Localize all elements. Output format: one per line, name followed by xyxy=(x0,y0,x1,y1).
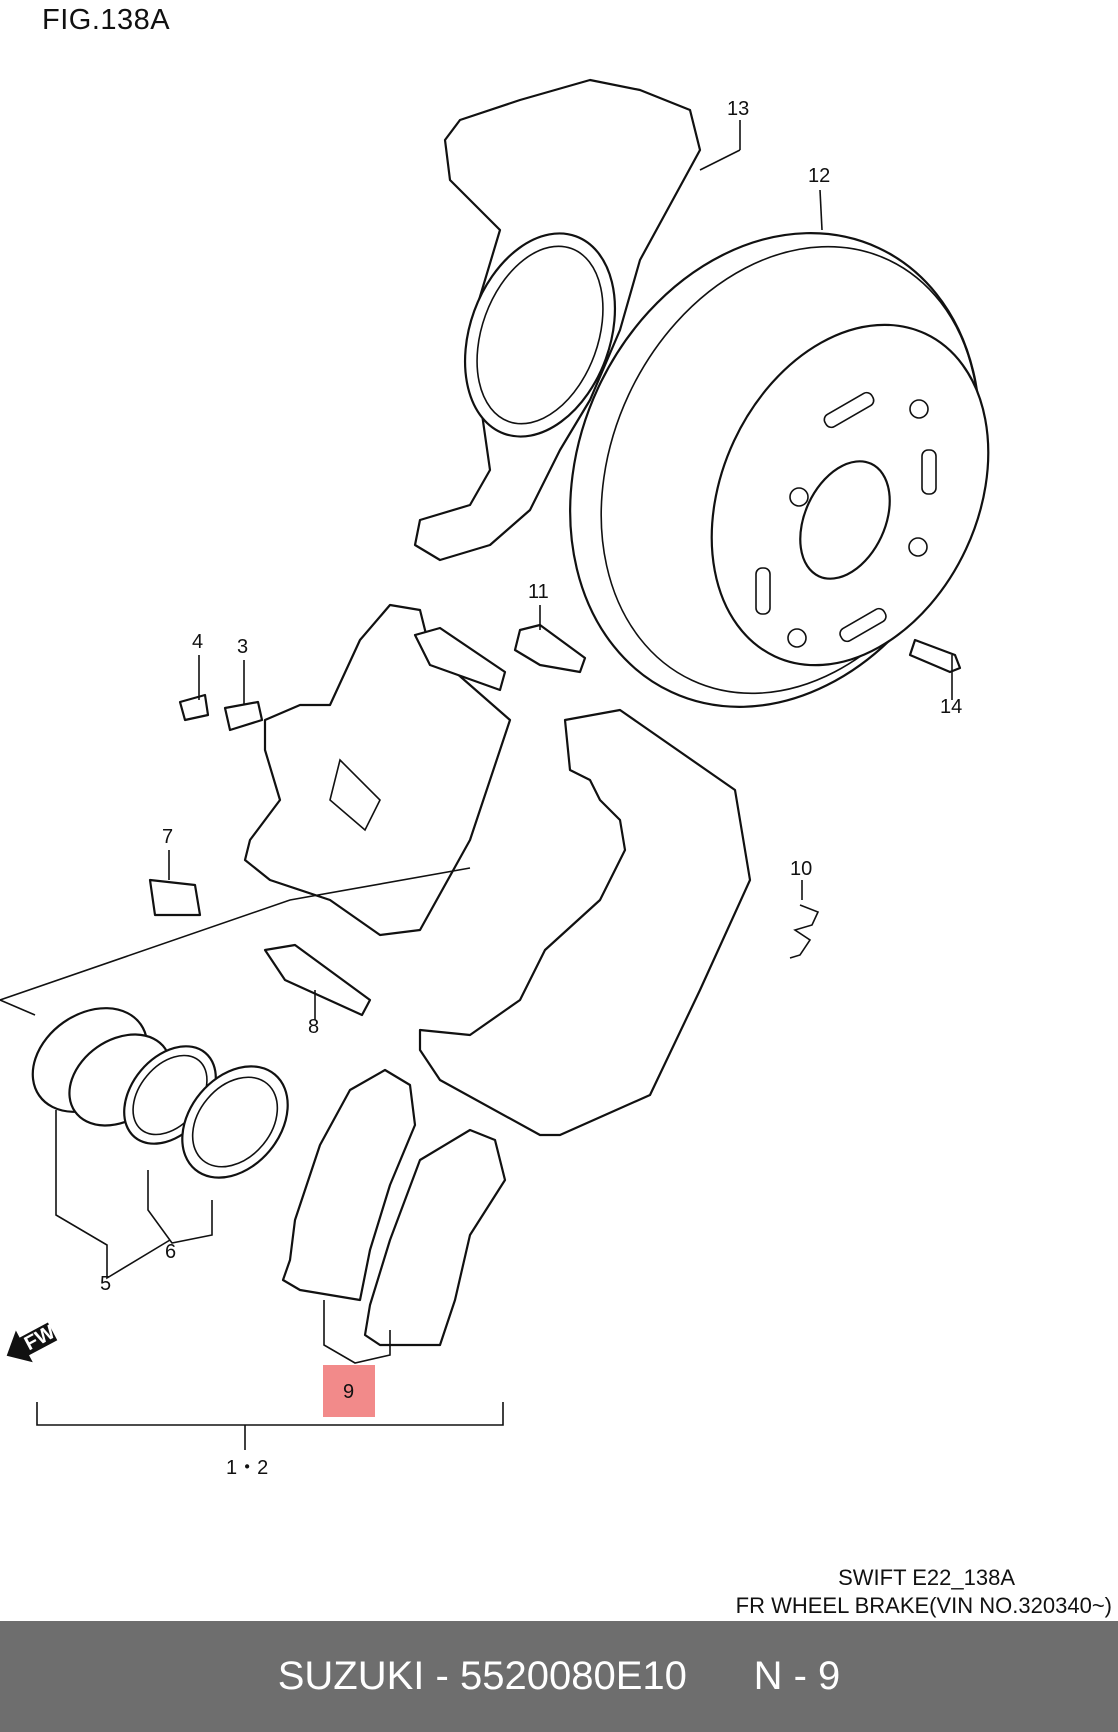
slide-pin-lower-part xyxy=(263,943,372,1017)
footer-brand: SUZUKI xyxy=(277,1654,425,1698)
callout-6: 6 xyxy=(165,1241,176,1263)
callout-9: 9 xyxy=(343,1381,354,1403)
dust-shield-part xyxy=(413,78,702,562)
brake-exploded-diagram: FWD 13 12 11 4 3 14 7 10 8 6 5 9 1・2 xyxy=(0,78,990,1479)
callout-8: 8 xyxy=(308,1016,319,1038)
caption-model: SWIFT E22_138A xyxy=(838,1565,1015,1590)
footer-bar: SUZUKI - 5520080E10 N - 9 xyxy=(0,1621,1118,1732)
leader-lines xyxy=(0,120,953,1450)
slide-pin-upper-part xyxy=(413,626,507,692)
bleeder-cap-part xyxy=(178,693,210,722)
callout-14: 14 xyxy=(940,696,962,718)
footer-part-number: 5520080E10 xyxy=(459,1654,687,1698)
anti-rattle-spring-part xyxy=(789,904,820,959)
callout-7: 7 xyxy=(162,826,173,848)
brake-disc-part xyxy=(569,232,990,708)
fwd-arrow-label: FWD xyxy=(21,1314,72,1355)
caption-description: FR WHEEL BRAKE(VIN NO.320340~) xyxy=(735,1593,1112,1618)
callout-10: 10 xyxy=(790,858,812,880)
bolt-11-part xyxy=(513,623,587,674)
caliper-carrier-part xyxy=(418,708,752,1137)
footer-position: N - 9 xyxy=(753,1654,841,1698)
callout-1-2: 1・2 xyxy=(226,1457,268,1479)
callout-4: 4 xyxy=(192,631,203,653)
brake-pad-part xyxy=(281,1068,507,1347)
figure-title: FIG.138A xyxy=(42,4,171,36)
footer-separator: - xyxy=(435,1654,449,1698)
fwd-arrow-icon: FWD xyxy=(6,1314,72,1363)
caliper-body-part xyxy=(243,603,512,937)
callout-11: 11 xyxy=(528,581,549,603)
callout-9-highlight xyxy=(323,1365,375,1417)
piston-seal-part xyxy=(123,1045,289,1179)
callout-5: 5 xyxy=(100,1273,111,1295)
bleeder-screw-part xyxy=(223,700,264,732)
pin-boot-part xyxy=(148,878,202,917)
callout-3: 3 xyxy=(237,636,248,658)
callout-12: 12 xyxy=(808,165,830,187)
disc-screw-part xyxy=(908,638,962,674)
callout-13: 13 xyxy=(727,98,749,120)
